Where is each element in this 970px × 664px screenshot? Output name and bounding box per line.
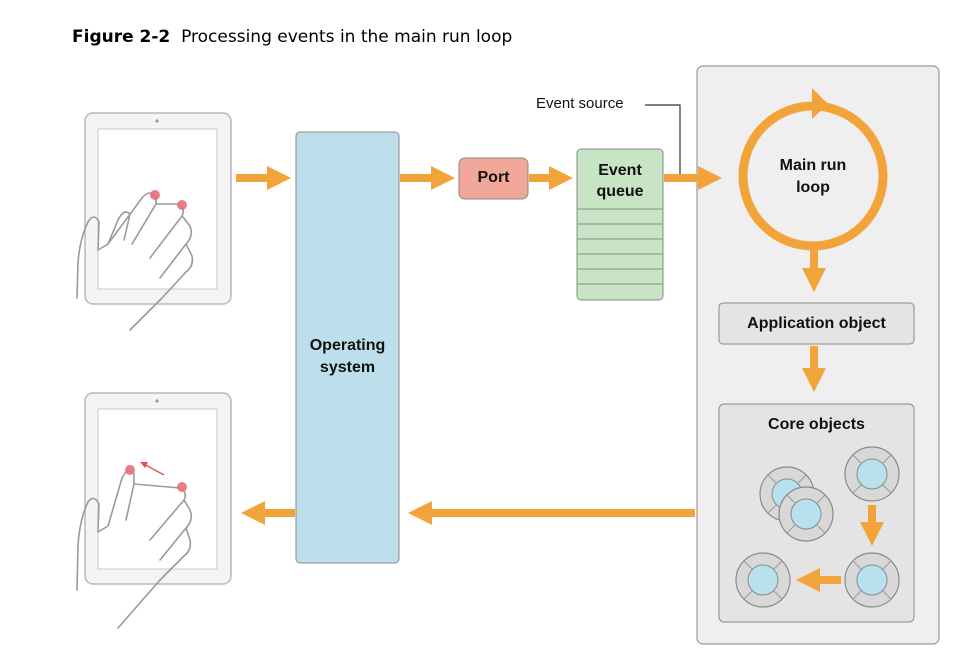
figure-title: Processing events in the main run loop bbox=[181, 27, 513, 47]
event-source-label: Event source bbox=[536, 95, 624, 112]
event-queue bbox=[576, 148, 664, 301]
core-object-node bbox=[735, 552, 791, 608]
core-object-node bbox=[844, 552, 900, 608]
core-object-node bbox=[778, 486, 834, 542]
touch-point bbox=[177, 200, 187, 210]
application-object-label: Application object bbox=[747, 315, 886, 332]
tablet-touch-input bbox=[76, 112, 232, 331]
operating-system-box bbox=[295, 131, 400, 564]
main-run-loop-label: Main run loop bbox=[779, 157, 847, 196]
flow-arrows bbox=[236, 166, 826, 525]
operating-system-label: Operating system bbox=[309, 337, 386, 376]
touch-point bbox=[150, 190, 160, 200]
event-queue-label: Event queue bbox=[596, 162, 644, 200]
figure-label: Figure 2-2 bbox=[72, 27, 171, 47]
run-loop-arrowhead bbox=[812, 88, 828, 119]
touch-point bbox=[125, 465, 135, 475]
figure-caption: Figure 2-2 Processing events in the main… bbox=[72, 27, 512, 47]
touch-point bbox=[177, 482, 187, 492]
port-box bbox=[458, 157, 529, 200]
tablet-display-output bbox=[76, 392, 232, 629]
application-object-box bbox=[718, 302, 915, 345]
core-object-node bbox=[844, 446, 900, 502]
event-source-leader bbox=[645, 104, 681, 180]
hand-icon bbox=[76, 470, 193, 629]
port-label: Port bbox=[477, 169, 510, 186]
core-objects-label: Core objects bbox=[768, 416, 865, 433]
